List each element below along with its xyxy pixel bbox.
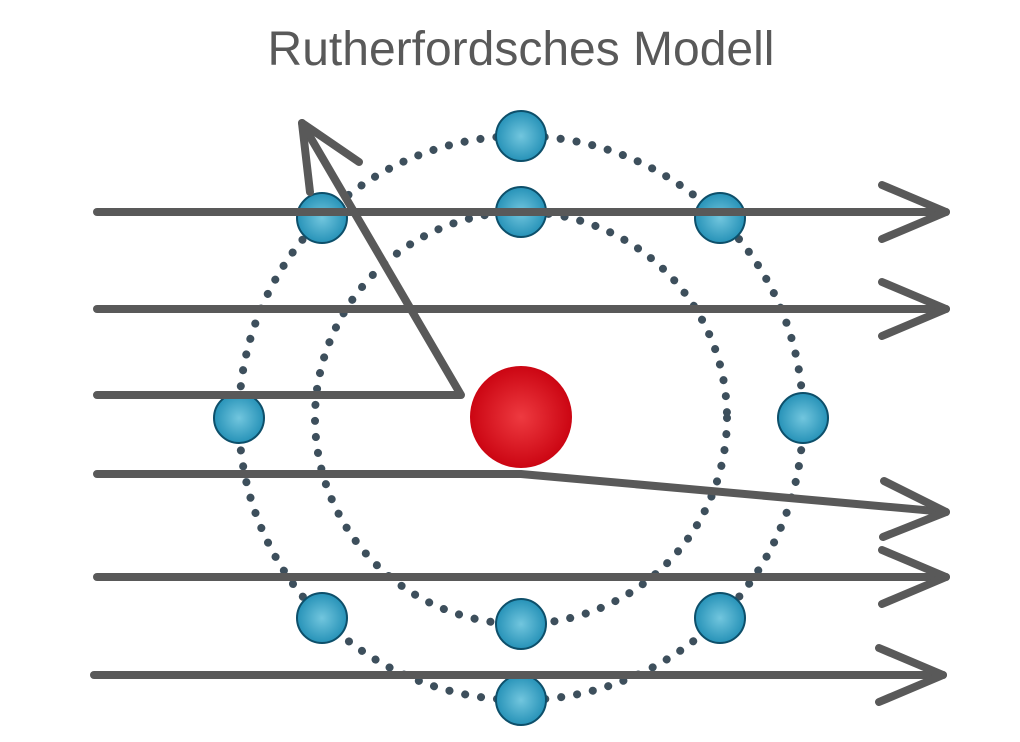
beam-3-path — [93, 119, 465, 399]
beam-6 — [90, 644, 947, 706]
beam-4-arrowhead — [879, 477, 950, 541]
beam-3-arrowhead — [298, 119, 363, 196]
electron — [495, 598, 547, 650]
beams-layer — [90, 119, 950, 706]
diagram-title: Rutherfordsches Modell — [267, 23, 775, 76]
beam-1 — [93, 181, 950, 243]
electron — [296, 192, 348, 244]
nucleus-layer — [470, 366, 572, 468]
electron — [694, 192, 746, 244]
beam-2-arrowhead — [878, 278, 950, 340]
beam-3 — [93, 119, 465, 399]
electron — [777, 392, 829, 444]
nucleus — [470, 366, 572, 468]
electron — [495, 674, 547, 726]
electrons-layer — [213, 110, 829, 726]
electron — [296, 592, 348, 644]
beam-2 — [93, 278, 950, 340]
beam-5-arrowhead — [878, 546, 950, 608]
beam-4 — [93, 470, 950, 541]
beam-5 — [93, 546, 950, 608]
electron — [694, 592, 746, 644]
beam-4-path — [93, 470, 950, 516]
beam-1-arrowhead — [878, 181, 950, 243]
electron — [213, 392, 265, 444]
electron — [495, 110, 547, 162]
beam-6-arrowhead — [875, 644, 947, 706]
